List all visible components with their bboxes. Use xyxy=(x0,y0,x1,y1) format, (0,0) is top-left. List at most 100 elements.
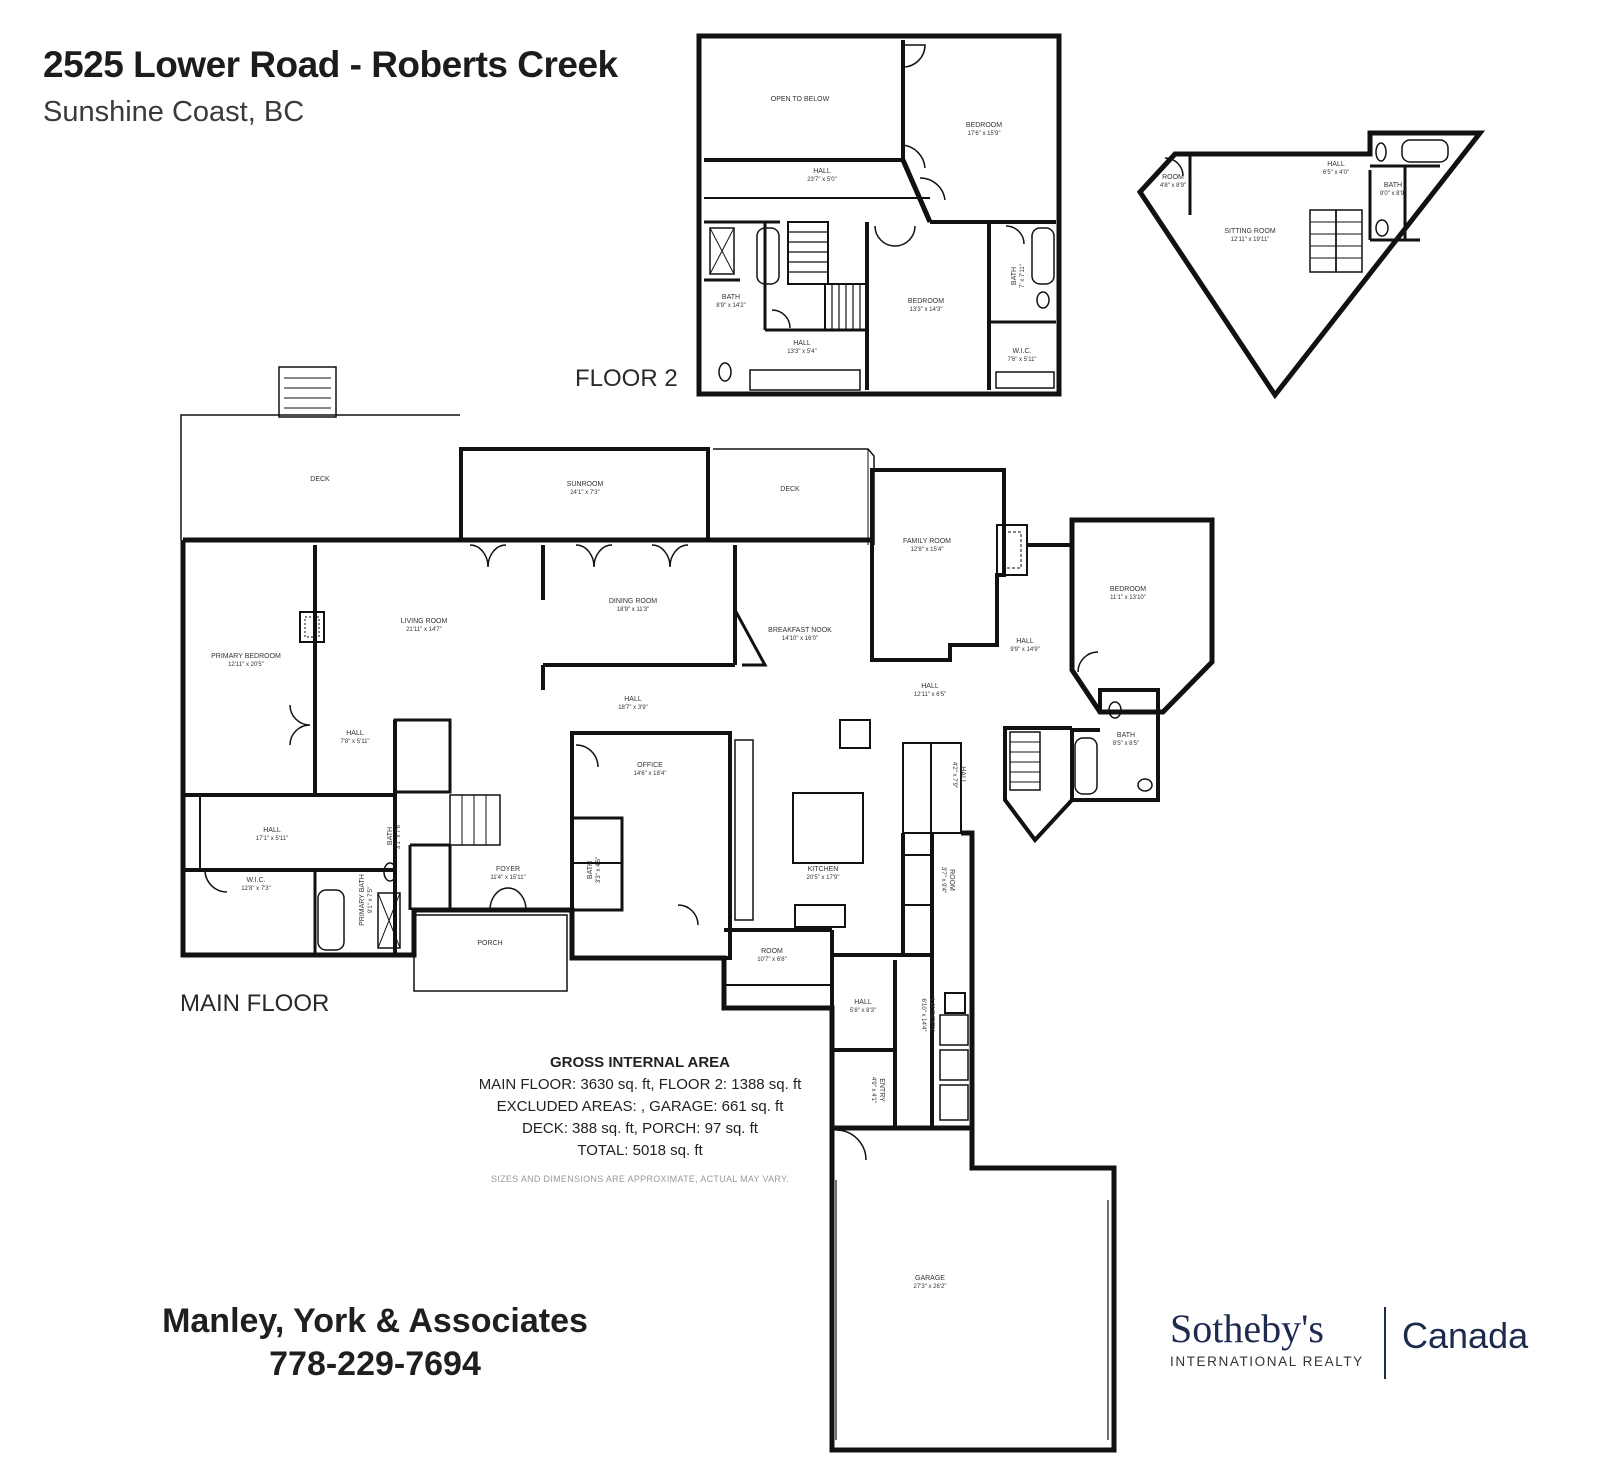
room-name: PORCH xyxy=(477,940,502,947)
room-name: DINING ROOM xyxy=(609,598,657,605)
room-dimensions: 7' x 7'11" xyxy=(1020,264,1026,288)
area-disclaimer: SIZES AND DIMENSIONS ARE APPROXIMATE, AC… xyxy=(491,1174,789,1184)
room-dimensions: 5'8" x 8'3" xyxy=(850,1008,876,1014)
room-dimensions: 18'9" x 11'3" xyxy=(617,607,649,613)
room-dimensions: 18'7" x 3'9" xyxy=(618,705,648,711)
room-label: HALL 9'9" x 14'9" xyxy=(1010,638,1040,653)
room-dimensions: 12'11" x 19'11" xyxy=(1231,237,1270,243)
room-name: SUNROOM xyxy=(567,481,604,488)
room-name: W.I.C. xyxy=(1012,348,1031,355)
room-label: SITTING ROOM 12'11" x 19'11" xyxy=(1224,228,1276,243)
room-dimensions: 21'11" x 14'7" xyxy=(406,627,442,633)
room-dimensions: 3'3" x 4'5" xyxy=(596,857,602,883)
room-name: BEDROOM xyxy=(908,298,944,305)
agent-phone: 778-229-7694 xyxy=(269,1345,481,1383)
room-dimensions: 20'5" x 17'9" xyxy=(807,875,840,881)
room-name: HALL xyxy=(813,168,831,175)
area-line-1: MAIN FLOOR: 3630 sq. ft, FLOOR 2: 1388 s… xyxy=(478,1076,802,1093)
room-name: BATH xyxy=(587,861,594,879)
room-name: DECK xyxy=(780,486,800,493)
area-line-4: TOTAL: 5018 sq. ft xyxy=(577,1142,703,1159)
room-name: OPEN TO BELOW xyxy=(771,96,830,103)
room-label: DINING ROOM 18'9" x 11'3" xyxy=(609,598,657,613)
room-name: BATH xyxy=(387,827,394,845)
agent-name: Manley, York & Associates xyxy=(162,1302,588,1340)
upper-loft-plan xyxy=(1136,130,1486,400)
room-dimensions: 10'7" x 6'8" xyxy=(757,957,787,963)
room-name: HALL xyxy=(263,827,281,834)
brand-sub: INTERNATIONAL REALTY xyxy=(1170,1354,1364,1369)
room-name: SITTING ROOM xyxy=(1224,228,1276,235)
room-label: BATH 8'9" x 14'2" xyxy=(716,294,746,309)
page-subtitle: Sunshine Coast, BC xyxy=(43,96,305,128)
room-dimensions: 6'10" x 14'4" xyxy=(920,999,926,1032)
room-label: W.I.C. 12'8" x 7'3" xyxy=(241,877,271,892)
room-name: BATH xyxy=(722,294,740,301)
room-dimensions: 3'7" x 9'4" xyxy=(940,867,946,893)
room-name: OFFICE xyxy=(637,762,663,769)
room-label: ROOM 10'7" x 6'8" xyxy=(757,948,787,963)
room-label: OPEN TO BELOW xyxy=(771,96,830,103)
room-name: HALL xyxy=(793,340,811,347)
page-title: 2525 Lower Road - Roberts Creek xyxy=(43,44,618,85)
room-dimensions: 7'8" x 5'11" xyxy=(340,739,369,745)
room-name: LIVING ROOM xyxy=(401,618,448,625)
room-dimensions: 9'9" x 14'9" xyxy=(1010,647,1040,653)
room-dimensions: 8'9" x 14'2" xyxy=(716,303,746,309)
room-dimensions: 14'6" x 18'4" xyxy=(634,771,667,777)
room-label: BEDROOM 17'6" x 15'9" xyxy=(966,122,1002,137)
room-name: FOYER xyxy=(496,866,520,873)
gross-internal-area: GROSS INTERNAL AREA MAIN FLOOR: 3630 sq.… xyxy=(440,1052,840,1190)
room-dimensions: 23'7" x 5'0" xyxy=(807,177,837,183)
room-labels: OPEN TO BELOW BEDROOM 17'6" x 15'9" HALL 23'… xyxy=(211,96,1406,1290)
area-line-2: EXCLUDED AREAS: , GARAGE: 661 sq. ft xyxy=(496,1098,784,1115)
room-label: DECK xyxy=(310,476,330,483)
room-dimensions: 4'2" x 7'9" xyxy=(951,762,957,788)
room-name: HALL xyxy=(1327,161,1345,168)
room-name: HALL xyxy=(346,730,364,737)
agent-block: Manley, York & Associates 778-229-7694 xyxy=(160,1300,590,1386)
room-name: BEDROOM xyxy=(966,122,1002,129)
brand-divider xyxy=(1384,1307,1386,1379)
room-dimensions: 27'3" x 26'2" xyxy=(914,1284,947,1290)
room-name: W.I.C. xyxy=(246,877,265,884)
room-label: LIVING ROOM 21'11" x 14'7" xyxy=(401,618,448,633)
room-name: BEDROOM xyxy=(1110,586,1146,593)
room-dimensions: 12'8" x 7'3" xyxy=(241,886,271,892)
room-dimensions: 17'6" x 15'9" xyxy=(968,131,1001,137)
room-name: HALL xyxy=(921,683,939,690)
room-name: BREAKFAST NOOK xyxy=(768,627,832,634)
area-line-3: DECK: 388 sq. ft, PORCH: 97 sq. ft xyxy=(522,1120,758,1137)
room-name: ENTRY xyxy=(878,1078,885,1102)
room-dimensions: 12'11" x 6'5" xyxy=(914,692,946,698)
main-floor-label: MAIN FLOOR xyxy=(180,990,330,1017)
room-dimensions: 3'1" x 7'6" xyxy=(396,823,402,849)
area-heading: GROSS INTERNAL AREA xyxy=(549,1054,730,1071)
room-name: ROOM xyxy=(761,948,783,955)
room-name: LAUNDRY xyxy=(928,998,935,1032)
room-label: BEDROOM 11'1" x 13'10" xyxy=(1110,586,1146,601)
room-dimensions: 17'1" x 5'11" xyxy=(256,836,288,842)
room-name: HALL xyxy=(1016,638,1034,645)
room-dimensions: 11'1" x 13'10" xyxy=(1110,595,1146,601)
room-dimensions: 11'4" x 15'11" xyxy=(490,875,525,881)
room-label: FOYER 11'4" x 15'11" xyxy=(490,866,525,881)
room-name: PRIMARY BEDROOM xyxy=(211,653,281,660)
